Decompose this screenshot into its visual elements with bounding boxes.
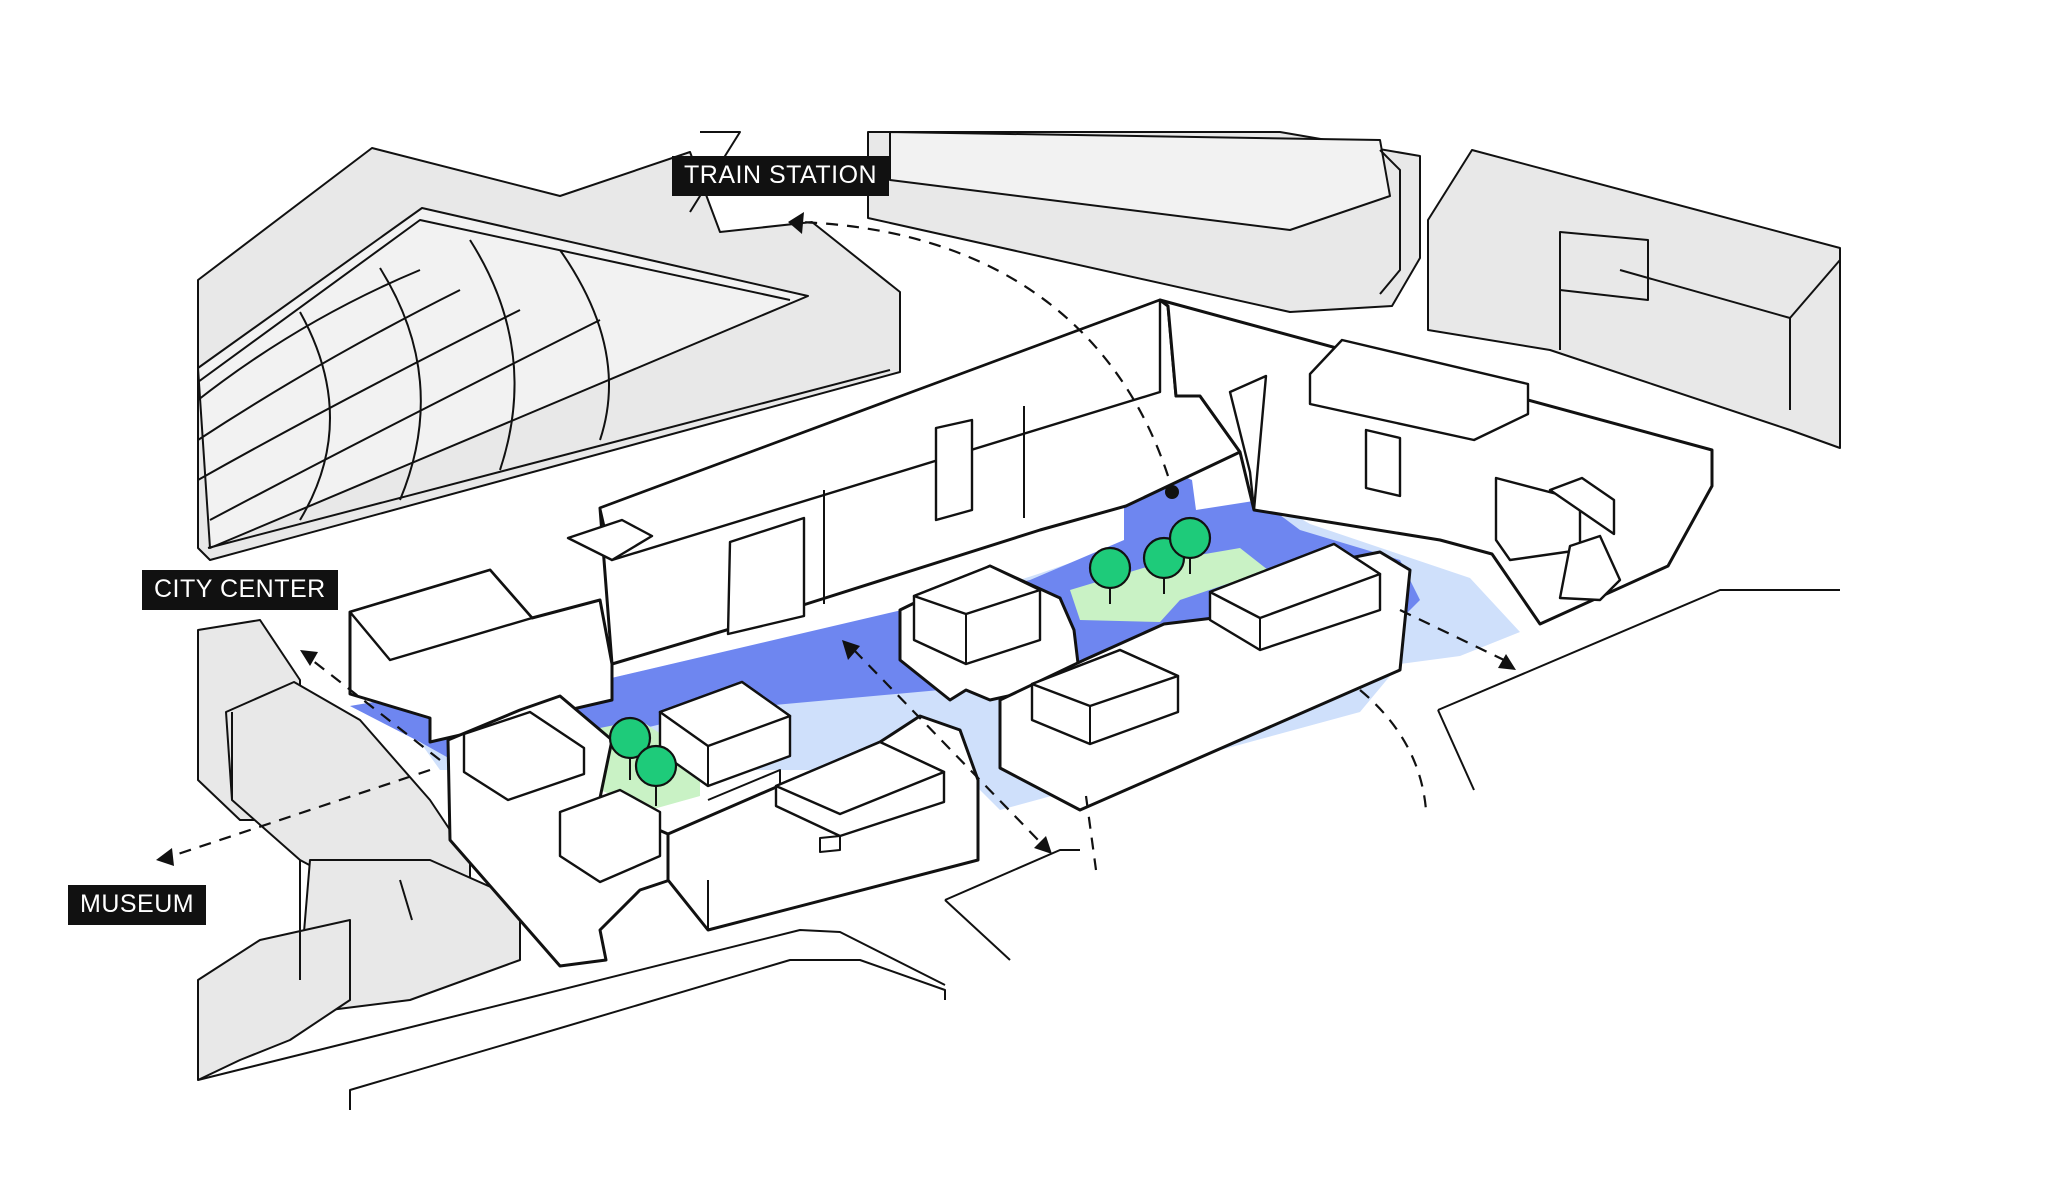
arrow-icon [788, 212, 804, 234]
access-point-icon [1165, 485, 1179, 499]
street-edges [197, 589, 1840, 1110]
trees [608, 516, 1212, 806]
label-city-center: CITY CENTER [142, 570, 338, 610]
proposed-building-center-cluster [898, 564, 1082, 702]
arrow-icon [842, 640, 860, 660]
tree-icon [634, 744, 678, 806]
context-buildings-west [197, 619, 521, 1081]
path-to-city-center [311, 659, 441, 761]
path-central-axis [853, 649, 1041, 843]
arrow-icon [300, 650, 318, 666]
proposed-building-southeast-block [998, 542, 1412, 812]
context-building-northeast [1427, 149, 1841, 449]
tree-icon [1088, 546, 1132, 604]
path-to-museum [171, 768, 431, 858]
movement-paths [156, 212, 1516, 871]
path-southeast [1359, 689, 1428, 811]
courtyard-green-east [1070, 548, 1268, 622]
path-to-train-station [799, 220, 1170, 477]
arrow-icon [1034, 836, 1052, 854]
arrow-icon [156, 848, 174, 866]
proposed-building-southwest-block [446, 680, 792, 968]
tree-icon [1168, 516, 1212, 574]
proposed-building-north-block [566, 298, 1242, 666]
proposed-building-south-block [666, 714, 980, 932]
context-building-stadium [197, 147, 901, 561]
proposed-building-northeast-block [1158, 298, 1714, 626]
label-train-station: TRAIN STATION [672, 156, 890, 196]
context-building-north [689, 131, 1421, 313]
arrow-icon [1498, 654, 1516, 670]
main-public-space [350, 462, 1420, 770]
proposed-building-west-block [348, 568, 614, 744]
label-museum: MUSEUM [68, 885, 207, 925]
tree-icon [608, 716, 652, 780]
